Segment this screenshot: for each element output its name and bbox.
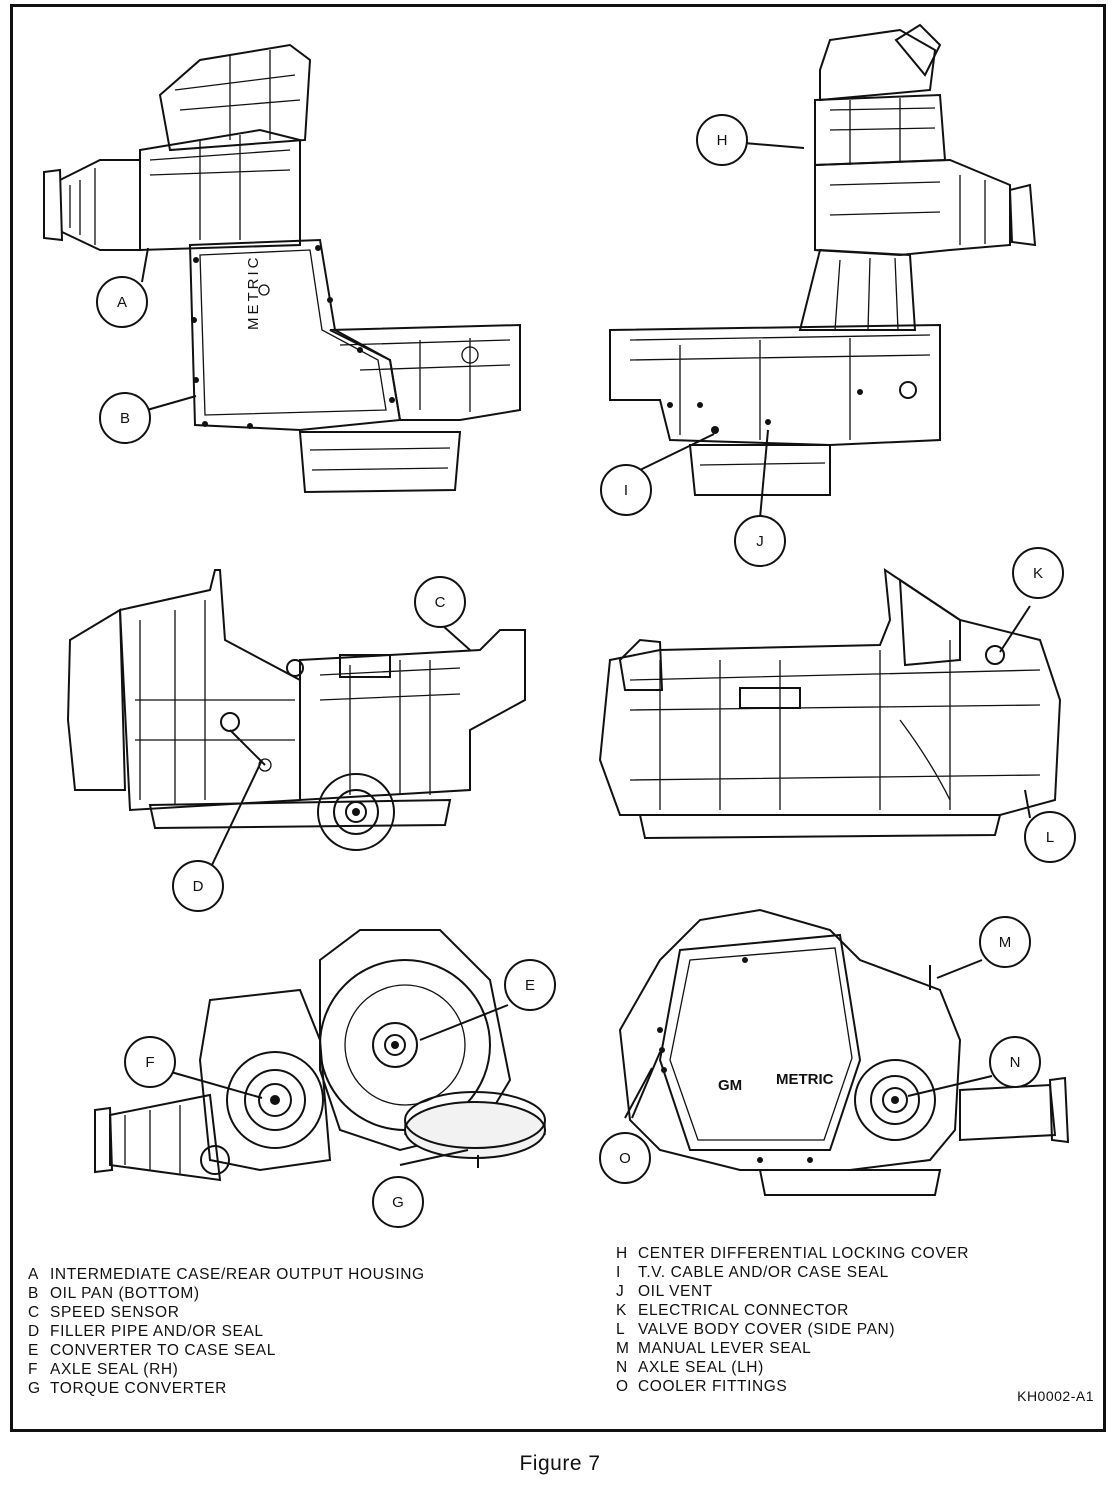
view-middle-left-transaxle — [66, 569, 526, 851]
svg-text:F: F — [145, 1054, 154, 1071]
svg-text:J: J — [756, 533, 764, 550]
callout-n: N — [989, 1036, 1041, 1088]
svg-text:B: B — [120, 410, 130, 427]
svg-text:N: N — [1010, 1054, 1021, 1071]
callout-l: L — [1024, 811, 1076, 863]
svg-text:G: G — [392, 1194, 404, 1211]
callout-a: A — [96, 276, 148, 328]
view-top-right-transaxle — [609, 23, 1037, 496]
svg-text:D: D — [193, 878, 204, 895]
callout-e: E — [504, 959, 556, 1011]
figure-caption: Figure 7 — [519, 1452, 601, 1475]
callout-g: G — [372, 1176, 424, 1228]
drawing-code: KH0002-A1 — [1017, 1388, 1094, 1404]
metric-stamp-bottom: METRIC — [776, 1071, 834, 1088]
svg-text:M: M — [999, 934, 1012, 951]
svg-text:K: K — [1033, 565, 1043, 582]
metric-stamp-top: METRIC — [245, 255, 262, 331]
svg-text:A: A — [117, 294, 127, 311]
view-bottom-left-transaxle — [94, 929, 546, 1182]
callout-d: D — [172, 860, 224, 912]
svg-text:C: C — [435, 594, 446, 611]
svg-text:H: H — [717, 132, 728, 149]
gm-mark: GM — [718, 1077, 742, 1094]
svg-text:I: I — [624, 482, 628, 499]
view-middle-right-transaxle — [598, 567, 1062, 840]
callout-k: K — [1012, 547, 1064, 599]
callout-j: J — [734, 515, 786, 567]
callout-b: B — [99, 392, 151, 444]
callout-o: O — [599, 1132, 651, 1184]
leader-lines — [141, 142, 1031, 1166]
callout-f: F — [124, 1036, 176, 1088]
callout-c: C — [414, 576, 466, 628]
transaxle-illustrations: METRIC — [43, 23, 1076, 1228]
view-bottom-right-transaxle — [618, 908, 1070, 1196]
view-top-left-transaxle — [43, 43, 521, 494]
svg-text:L: L — [1046, 829, 1054, 846]
svg-text:E: E — [525, 977, 535, 994]
callout-i: I — [600, 464, 652, 516]
callout-m: M — [979, 916, 1031, 968]
figure-frame — [10, 4, 1106, 1432]
callout-h: H — [696, 114, 748, 166]
svg-text:O: O — [619, 1150, 631, 1167]
